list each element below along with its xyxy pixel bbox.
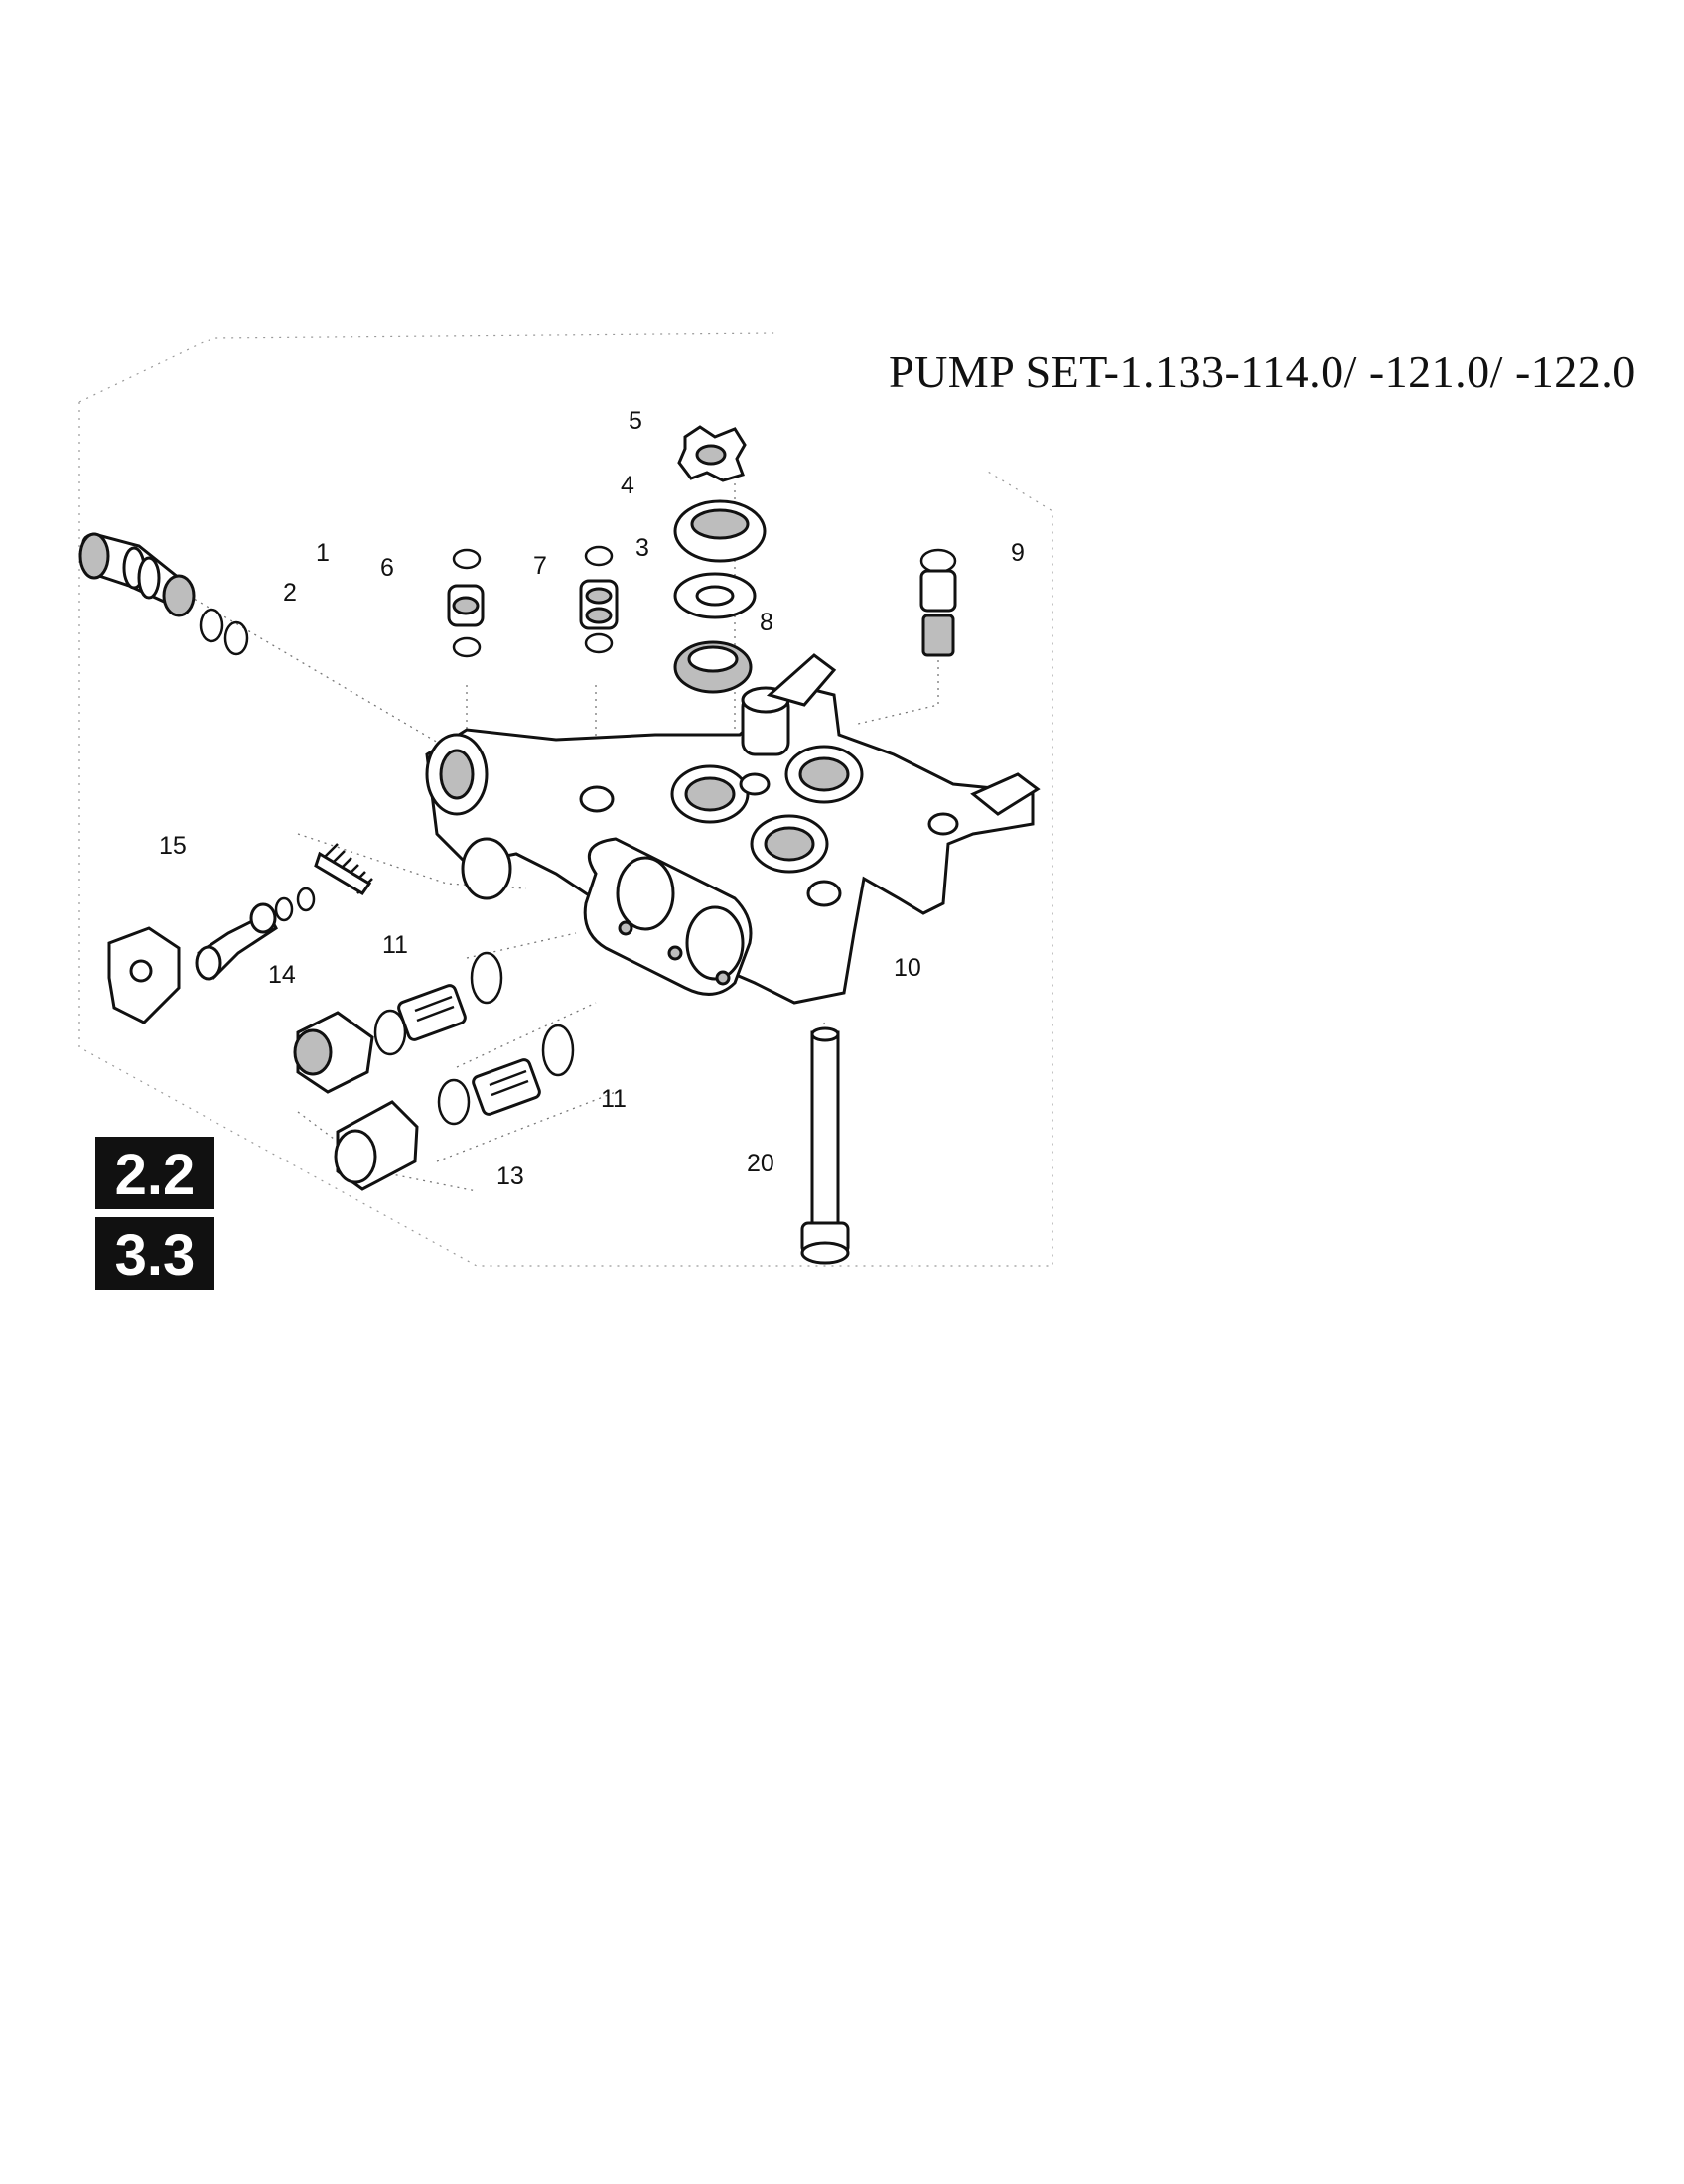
- callout-14: 14: [268, 961, 296, 989]
- part-7-valve-seals: [579, 545, 619, 654]
- callout-6: 6: [380, 554, 394, 582]
- part-1-inlet-fitting: [78, 532, 196, 617]
- callout-2: 2: [283, 579, 297, 607]
- callout-20: 20: [747, 1150, 774, 1177]
- diagram-frame: [78, 332, 1053, 1267]
- callout-7: 7: [533, 552, 547, 580]
- page-title: PUMP SET-1.133-114.0/ -121.0/ -122.0: [889, 346, 1636, 397]
- part-6-valve-seals: [447, 548, 485, 658]
- section-badge-3-3: 3.3: [95, 1217, 214, 1290]
- callout-1: 1: [316, 539, 330, 567]
- part-13-plugs: [293, 1011, 419, 1191]
- badge-2-2-text: 2.2: [115, 1143, 196, 1207]
- part-11-valves-lower: [437, 1024, 575, 1126]
- callout-15: 15: [159, 832, 187, 860]
- badge-3-3-text: 3.3: [115, 1223, 196, 1288]
- part-2-o-rings: [199, 608, 249, 656]
- part-15-spring-set: [274, 843, 373, 922]
- part-4-ring: [673, 499, 767, 563]
- part-14-piston-and-bracket: [107, 902, 278, 1024]
- callout-3: 3: [635, 534, 649, 562]
- callout-5: 5: [629, 407, 642, 435]
- callout-10: 10: [894, 954, 921, 982]
- callout-11b: 11: [601, 1085, 627, 1113]
- part-8-seal: [673, 640, 753, 694]
- part-10-pump-head: [425, 653, 1041, 1005]
- section-badge-2-2: 2.2: [95, 1137, 214, 1209]
- part-9-check-valve: [919, 548, 957, 657]
- part-11-valves-upper: [373, 951, 503, 1056]
- callout-13: 13: [496, 1162, 524, 1190]
- callout-8: 8: [760, 609, 773, 636]
- part-20-bolt: [800, 1026, 850, 1265]
- callout-9: 9: [1011, 539, 1025, 567]
- part-3-washer: [673, 572, 757, 619]
- part-5-star-retainer: [677, 425, 747, 482]
- callout-4: 4: [621, 472, 634, 499]
- callout-11a: 11: [382, 931, 408, 959]
